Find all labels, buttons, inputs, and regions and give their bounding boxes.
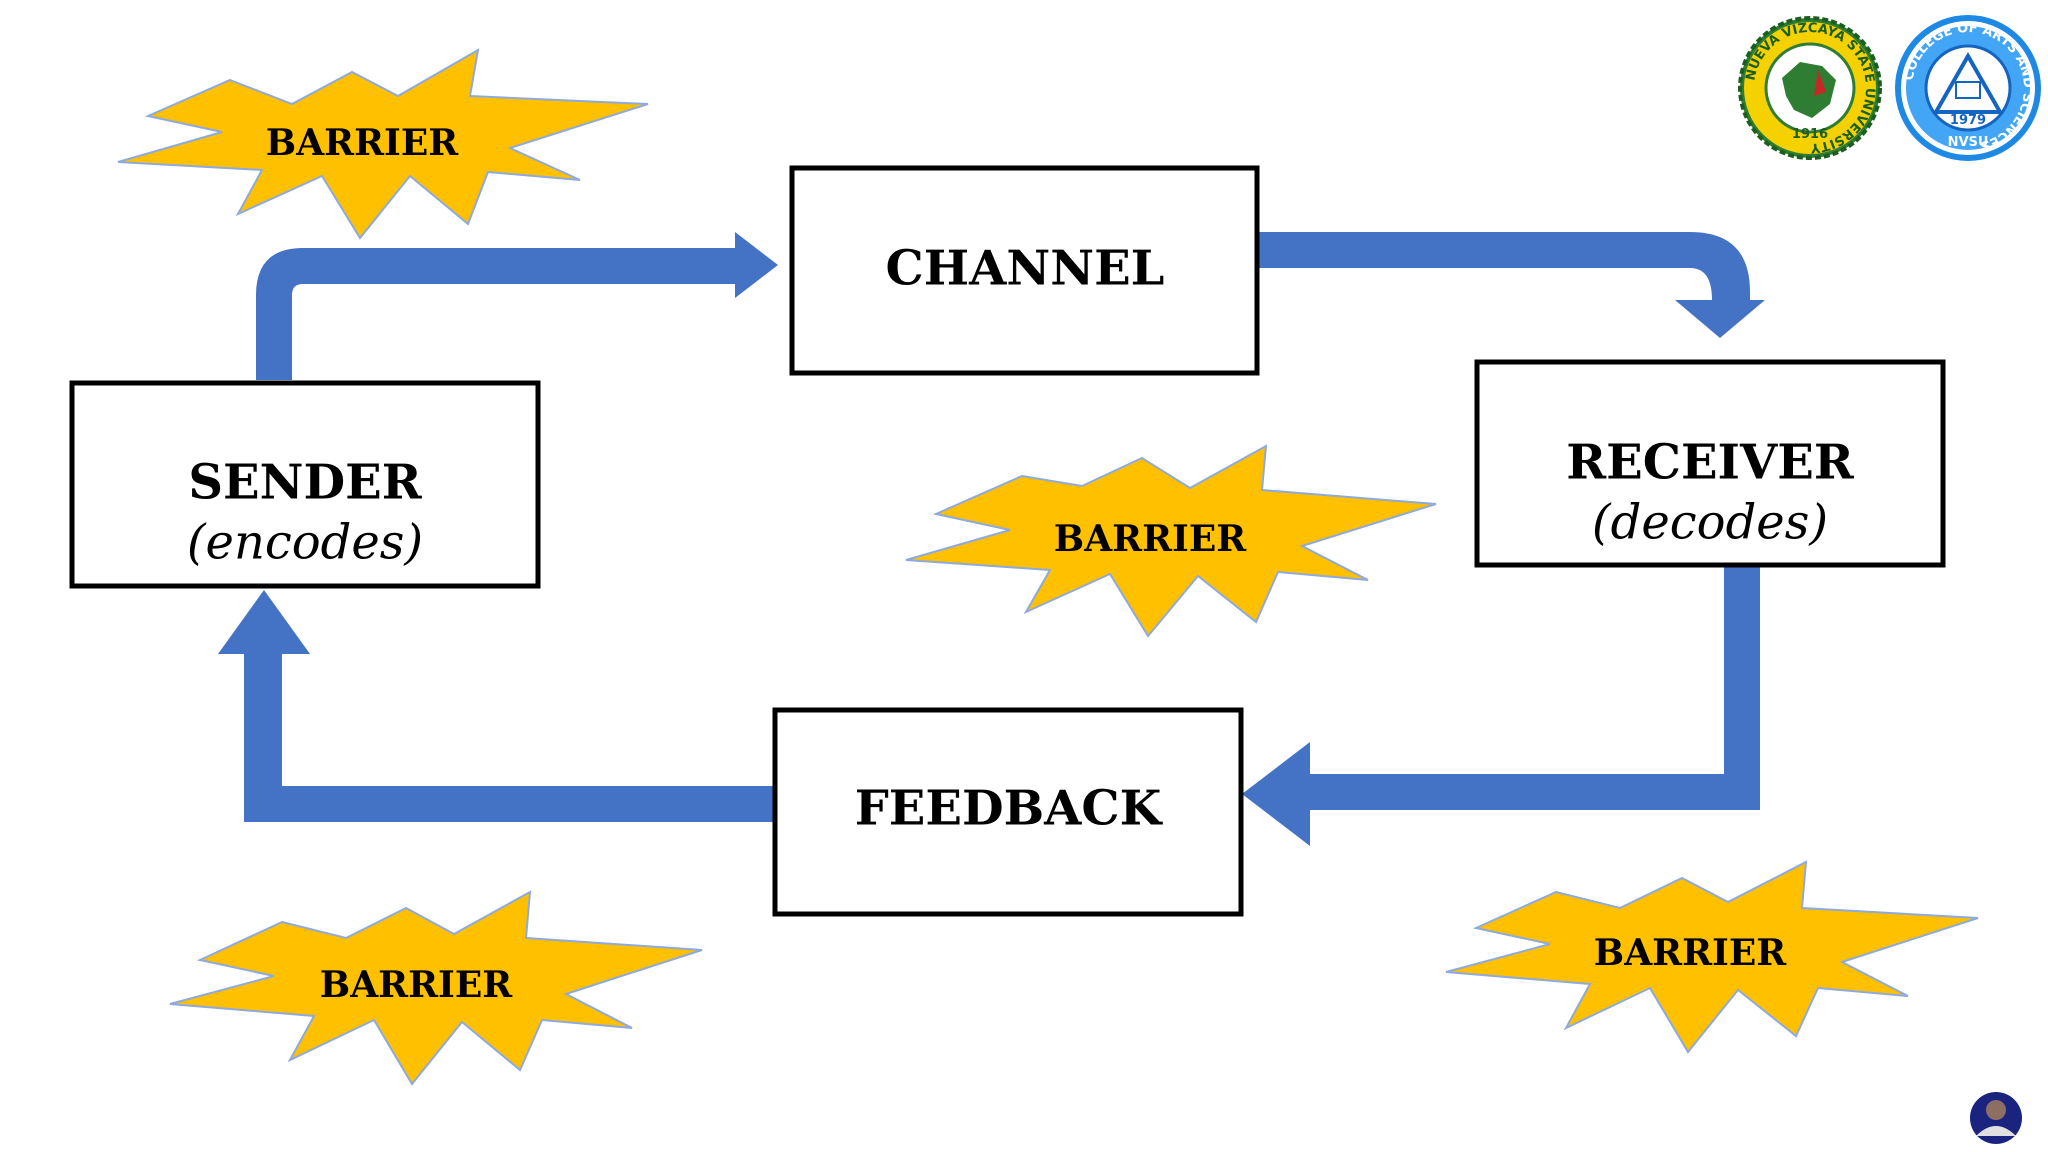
avatar-shoulders: [1976, 1126, 2016, 1136]
receiver-box-frame: [1474, 359, 1946, 568]
sender-label: SENDER: [188, 455, 422, 511]
channel-box-frame: [789, 165, 1260, 376]
barrier-burst-shape: [117, 48, 649, 240]
seal-short-name: NVSU: [1948, 135, 1989, 150]
arrow-receiver-to-feedback: [1242, 565, 1760, 846]
barrier-label: BARRIER: [266, 122, 459, 164]
arrows: [218, 232, 1765, 846]
receiver-box: RECEIVER (decodes): [1474, 359, 1946, 568]
barrier-burst-shape: [1445, 860, 1979, 1054]
feedback-box-frame: [772, 707, 1244, 917]
torch-emblem-icon: [1814, 70, 1826, 96]
feedback-label: FEEDBACK: [855, 781, 1164, 837]
receiver-sublabel: (decodes): [1592, 495, 1828, 551]
barrier-burst-shape: [169, 890, 703, 1086]
seal-year: 1916: [1792, 127, 1828, 142]
avatar-head: [1986, 1100, 2006, 1120]
sender-box-frame: [69, 380, 541, 589]
user-avatar-icon: [1970, 1092, 2022, 1144]
channel-label: CHANNEL: [886, 241, 1165, 297]
sender-sublabel: (encodes): [187, 515, 423, 571]
arrow-sender-to-channel: [256, 232, 778, 380]
barrier-burst-shape: [905, 444, 1437, 638]
barrier-label: BARRIER: [1054, 518, 1247, 560]
seal-year: 1979: [1950, 113, 1986, 128]
nvsu-seal-logo: NUEVA VIZCAYA STATE UNIVERSITY 1916: [1738, 16, 1882, 160]
arrow-channel-to-receiver: [1258, 232, 1765, 338]
barrier-label: BARRIER: [320, 964, 513, 1006]
barrier-center: BARRIER: [905, 444, 1437, 638]
barrier-bottom-left: BARRIER: [169, 890, 703, 1086]
cas-seal-logo: COLLEGE OF ARTS AND SCIENCES 1979 NVSU: [1895, 15, 2041, 161]
sender-box: SENDER (encodes): [69, 380, 541, 589]
channel-box: CHANNEL: [789, 165, 1260, 376]
feedback-box: FEEDBACK: [772, 707, 1244, 917]
receiver-label: RECEIVER: [1566, 435, 1855, 491]
triangle-emblem-icon: [1932, 51, 2004, 114]
barrier-bottom-right: BARRIER: [1445, 860, 1979, 1054]
map-emblem-icon: [1782, 62, 1836, 118]
arrow-feedback-to-sender: [218, 590, 775, 822]
barrier-top-left: BARRIER: [117, 48, 649, 240]
barrier-label: BARRIER: [1594, 932, 1787, 974]
book-emblem-icon: [1955, 81, 1981, 99]
